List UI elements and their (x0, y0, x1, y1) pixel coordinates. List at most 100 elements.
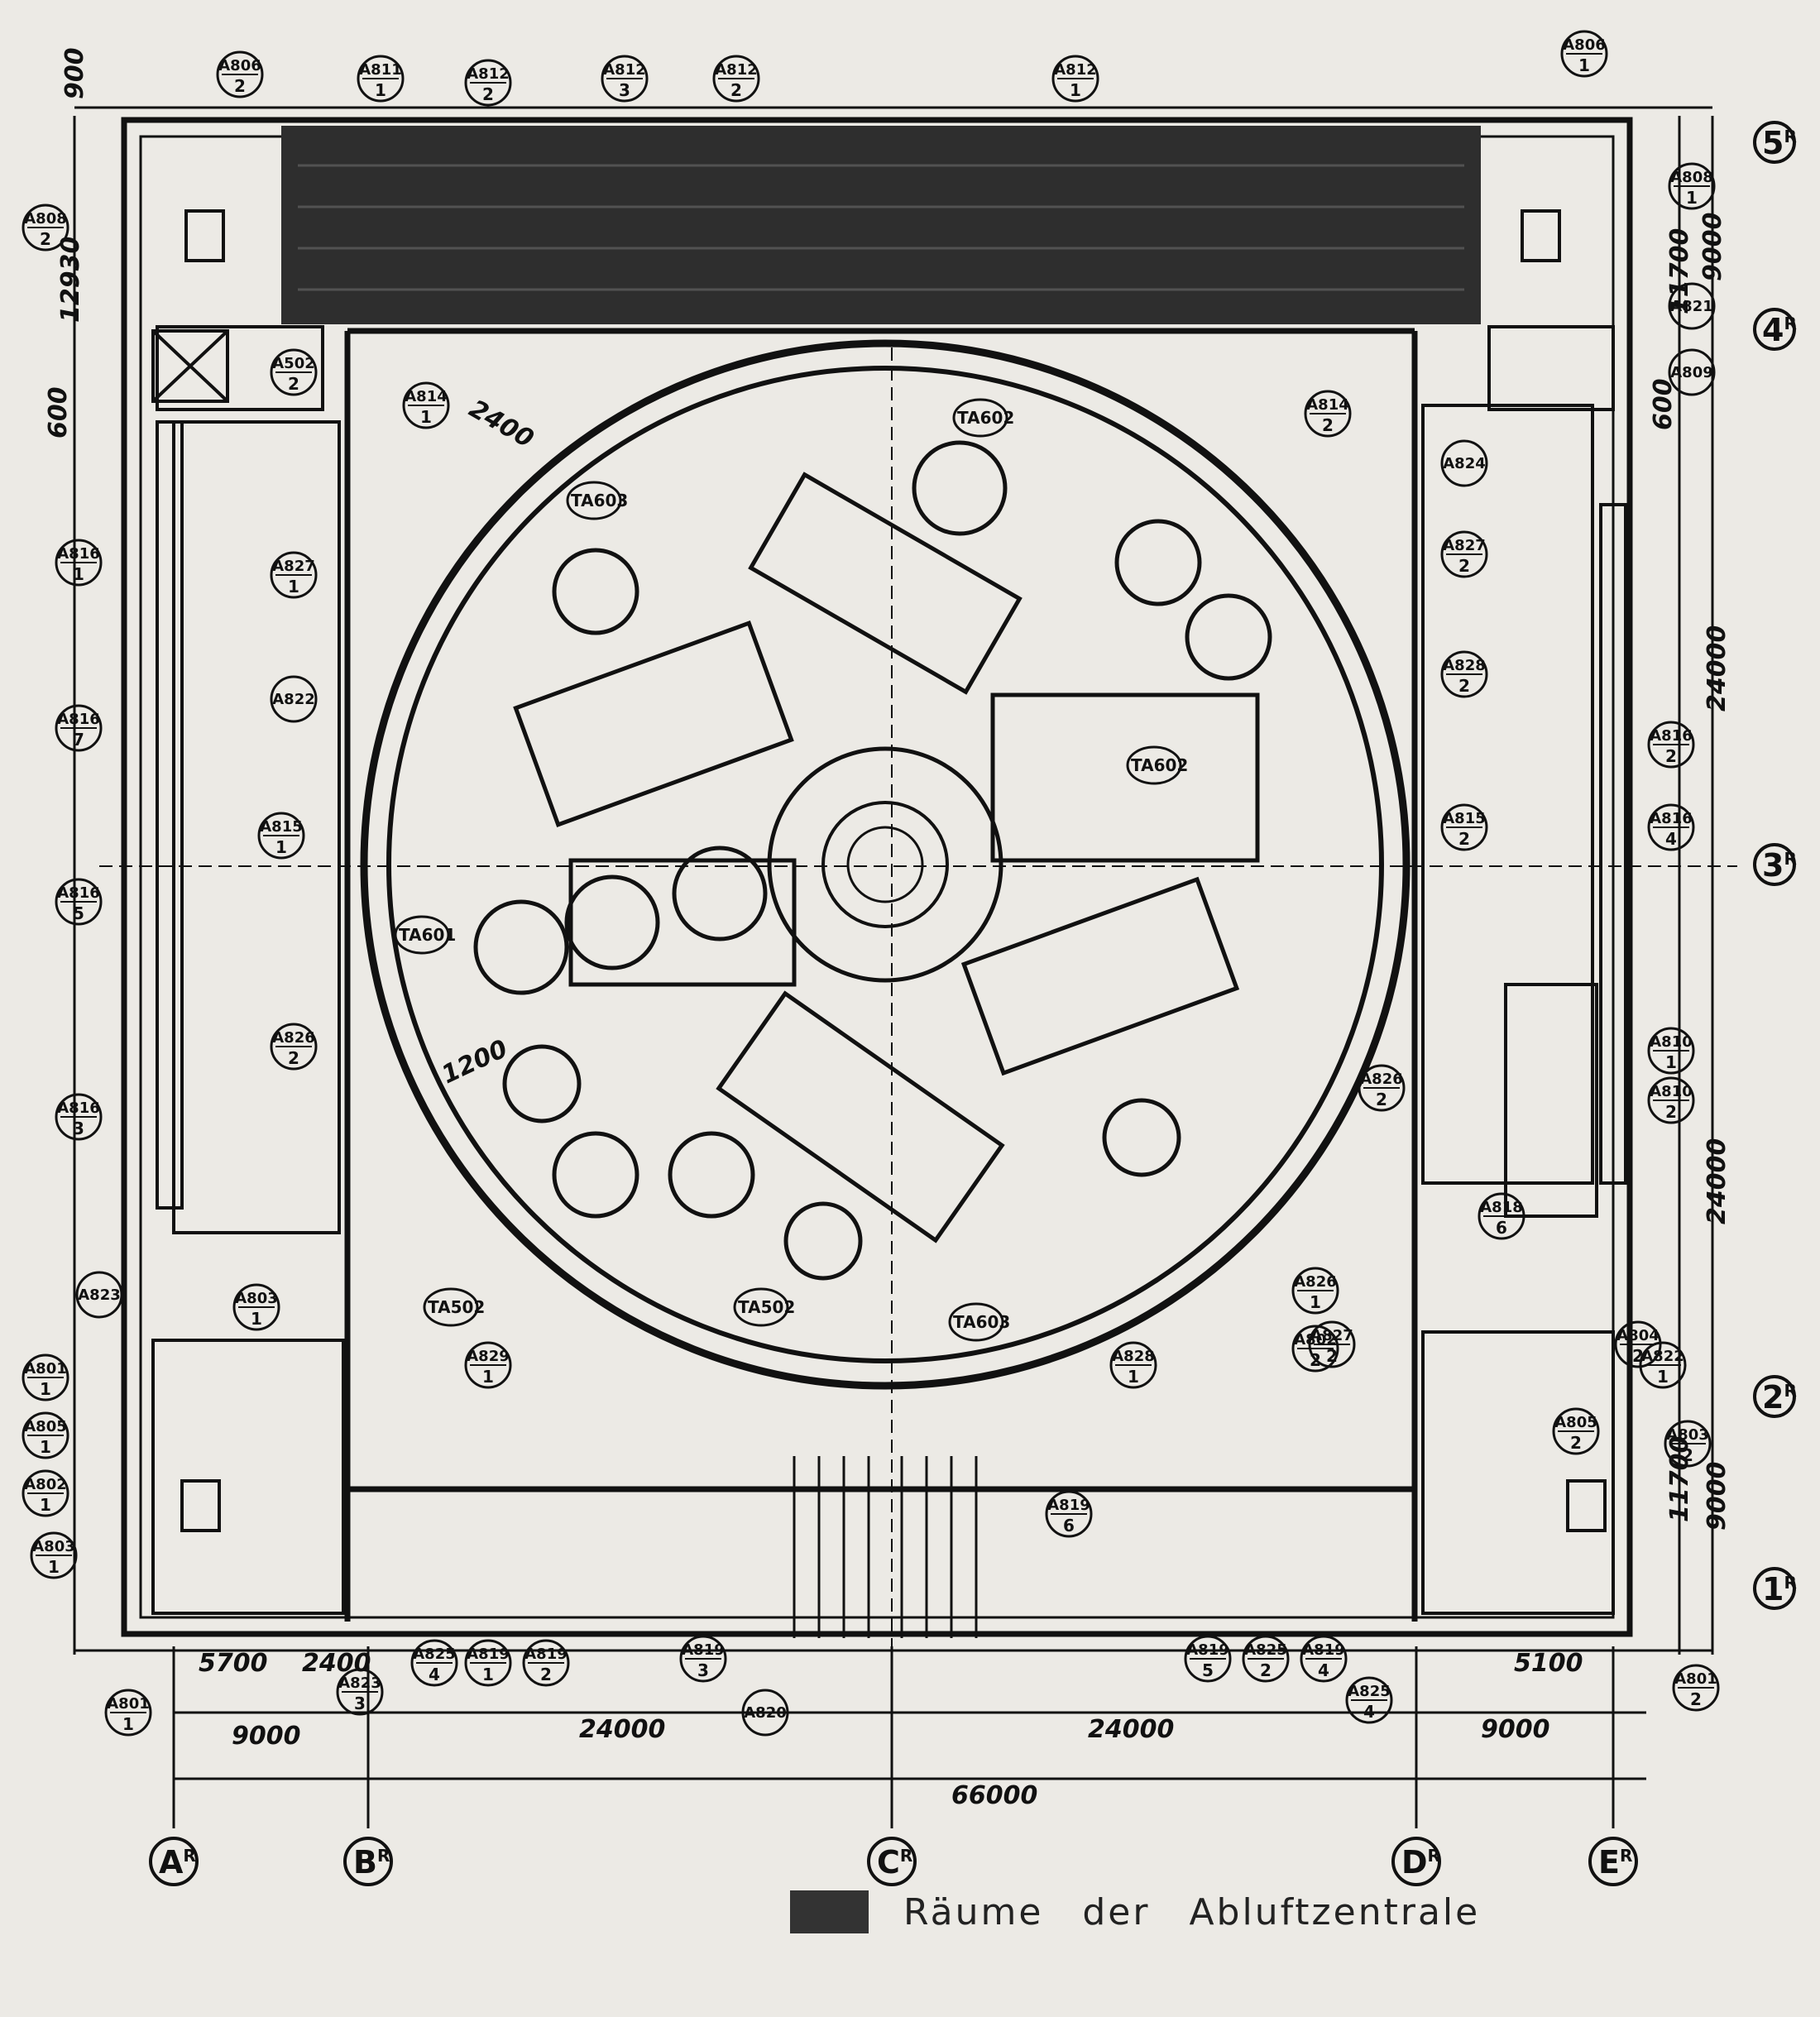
room-tag-circle (55, 704, 103, 752)
room-tag-number: 1 (375, 80, 386, 100)
room-tag-circle (1668, 162, 1716, 210)
room-tag-circle (55, 1093, 103, 1141)
primary-loops (473, 440, 1272, 1281)
room-tag-code: A811 (359, 61, 402, 79)
axis-row-5: 5R (1762, 125, 1797, 161)
room-tag-circle (1647, 1027, 1695, 1075)
room-code-ta602-ne: TA602 (957, 408, 1014, 428)
room-tag-number: 2 (40, 229, 51, 249)
room-tag-circle (22, 1411, 69, 1459)
room-tag-circle (1647, 1076, 1695, 1124)
room-tag-code: A818 (1480, 1199, 1523, 1216)
room-tag-code: A802 (24, 1476, 67, 1493)
corridor-walls (151, 325, 1627, 1615)
room-tag-number: 2 (540, 1665, 552, 1684)
dim-right-9000-top: 9000 (1698, 213, 1727, 282)
room-tag-circle (75, 1271, 123, 1319)
room-tag-code: A825 (1348, 1683, 1391, 1700)
axis-row-3: 3R (1762, 847, 1797, 884)
axis-col-D: DR (1401, 1844, 1440, 1880)
room-tag-number: 2 (1690, 1689, 1702, 1709)
pipe-bundle (793, 1456, 978, 1638)
room-tag-code: A825 (413, 1646, 456, 1663)
room-tag-circle (1440, 439, 1488, 487)
room-tag-number: 1 (40, 1437, 51, 1457)
room-tag-number: 1 (275, 837, 287, 857)
room-tag-code: A502 (272, 355, 315, 372)
room-tag-number: 2 (288, 1048, 299, 1068)
room-tags: A8062A8111A8122A8123A8122A8121A8061A8082… (22, 30, 1720, 1737)
room-tag-number: 1 (1665, 1052, 1677, 1072)
dim-bottom-2400: 2400 (302, 1649, 371, 1678)
axis-col-C: CR (877, 1844, 912, 1880)
room-tag-code: A822 (272, 691, 315, 708)
room-tag-number: 3 (73, 1119, 84, 1138)
room-tag-code: A816 (1650, 727, 1693, 745)
axis-row-1: 1R (1762, 1571, 1797, 1607)
room-tag-circle (1051, 55, 1099, 103)
room-tag-a820: A820 (741, 1689, 789, 1737)
room-tag-number: 2 (1458, 829, 1470, 849)
axis-superscript: R (1784, 1381, 1796, 1401)
room-tag-code: A801 (1674, 1670, 1717, 1688)
dim-bottom-24000-right: 24000 (1088, 1715, 1174, 1744)
room-tag-circle (1300, 1635, 1348, 1683)
room-tag-number: 3 (354, 1694, 366, 1713)
room-tag-code: A816 (57, 1100, 100, 1117)
room-tag-code: A829 (467, 1348, 510, 1365)
room-tag-circle (357, 55, 405, 103)
room-tag-number: 4 (1363, 1702, 1375, 1722)
outer-walls (121, 117, 1633, 1637)
room-tag-number: 2 (1458, 676, 1470, 696)
room-tag-circle (741, 1689, 789, 1737)
axis-superscript: R (377, 1846, 390, 1866)
room-tag-circle (1478, 1192, 1525, 1240)
room-tag-code: A812 (603, 61, 646, 79)
room-code-ta603-nw: TA603 (571, 491, 628, 510)
room-tag-code: A812 (467, 65, 510, 83)
dim-right-9000-bottom: 9000 (1703, 1462, 1731, 1531)
room-code-ta601: TA601 (399, 925, 456, 945)
room-tag-code: A803 (235, 1290, 278, 1307)
axis-col-E: ER (1598, 1844, 1632, 1880)
dim-top-900: 900 (60, 47, 89, 99)
legend: Räume der Abluftzentrale (790, 1890, 1480, 1933)
room-tag-code: A802 (1294, 1331, 1337, 1349)
room-tag-code: A806 (218, 57, 261, 74)
room-tag-code: A805 (1554, 1414, 1597, 1431)
room-code-ta602: TA602 (1131, 755, 1188, 775)
room-tag-circle (104, 1689, 152, 1737)
room-tag-circle (1552, 1407, 1600, 1455)
room-tag-circle (1440, 803, 1488, 851)
room-tag-code: A816 (57, 545, 100, 563)
dim-right-11700-bottom: 11700 (1665, 1436, 1694, 1522)
room-tag-code: A823 (78, 1286, 121, 1304)
room-tag-number: 5 (1202, 1660, 1214, 1680)
axis-gridlines (99, 347, 1737, 1646)
room-tag-code: A819 (1186, 1641, 1229, 1659)
row-axis-markers: 5R 4R 3R 2R 1R (1753, 121, 1797, 1610)
room-tag-circle (270, 675, 318, 723)
room-tag-circle (1308, 1320, 1356, 1368)
room-code-ta603: TA603 (953, 1312, 1010, 1332)
axis-superscript: R (1784, 1573, 1796, 1593)
room-tag-code: A828 (1112, 1348, 1155, 1365)
room-tag-number: 1 (1310, 1292, 1321, 1312)
